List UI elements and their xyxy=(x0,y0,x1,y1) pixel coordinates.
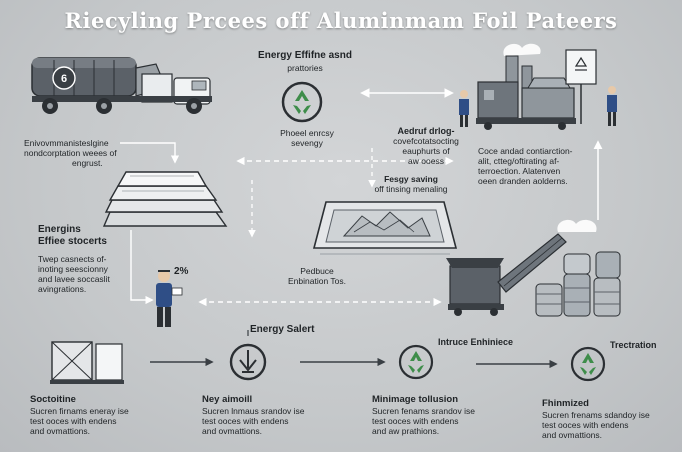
recycling-truck-icon: 6 xyxy=(31,57,212,114)
recycle-icon xyxy=(398,344,434,380)
bottom-4-label: Trectration xyxy=(610,340,657,350)
smelting-plant-icon xyxy=(459,43,617,130)
grab-claw-icon xyxy=(229,343,267,381)
foil-trays-icon xyxy=(102,171,228,227)
truck-badge: 6 xyxy=(61,73,67,85)
worker-percent: 2% xyxy=(174,266,189,277)
left-energy-title: Energins Effiee stocerts xyxy=(38,224,107,247)
left-bracket-arrow xyxy=(130,230,154,305)
center-note: Aedruf drlog- covefcotatsocting eauphurt… xyxy=(393,126,459,166)
energy-salert-label: Energy Salert xyxy=(250,324,315,335)
top-center-sub: Phoeel enrcsy sevengy xyxy=(280,128,334,148)
note-to-trays-arrow xyxy=(120,142,180,164)
reduce-note: Pedbuce Enbination Tos. xyxy=(288,266,346,286)
scrap-cage-icon xyxy=(50,341,124,384)
top-center-title: Energy Effifne asnd prattories xyxy=(258,50,352,73)
recycle-icon xyxy=(281,81,323,123)
bottom-step-1: Soctoitine Sucren firnams eneray ise tes… xyxy=(30,394,129,436)
bottom-step-3: Minimage tollusion Sucren fenams srandov… xyxy=(372,394,475,436)
left-energy-text: Twep casnects of- inoting seescionny and… xyxy=(38,254,110,294)
right-note: Coce andad contiarction- alit, ctteg/oft… xyxy=(478,146,573,186)
recycle-icon xyxy=(570,346,606,382)
diagram-title: Riecyling Prcees off Aluminmam Foil Pate… xyxy=(64,8,618,33)
worker-icon xyxy=(156,270,183,327)
bottom-3-label: Intruce Enhiniece xyxy=(438,337,514,347)
bottom-step-4: Fhinmized Sucren frenams sdandoy ise tes… xyxy=(542,398,650,440)
shredder-machine-icon xyxy=(446,219,621,317)
energy-saving-note: Fesgy saving off tinsing menaling xyxy=(374,174,448,194)
bottom-step-2: Ney aimoill Sucren lnmaus srandov ise te… xyxy=(202,394,305,436)
left-note: Enivovmmanisteslgine nondcorptation weee… xyxy=(24,138,117,168)
crushed-foil-tray-icon xyxy=(312,201,458,255)
